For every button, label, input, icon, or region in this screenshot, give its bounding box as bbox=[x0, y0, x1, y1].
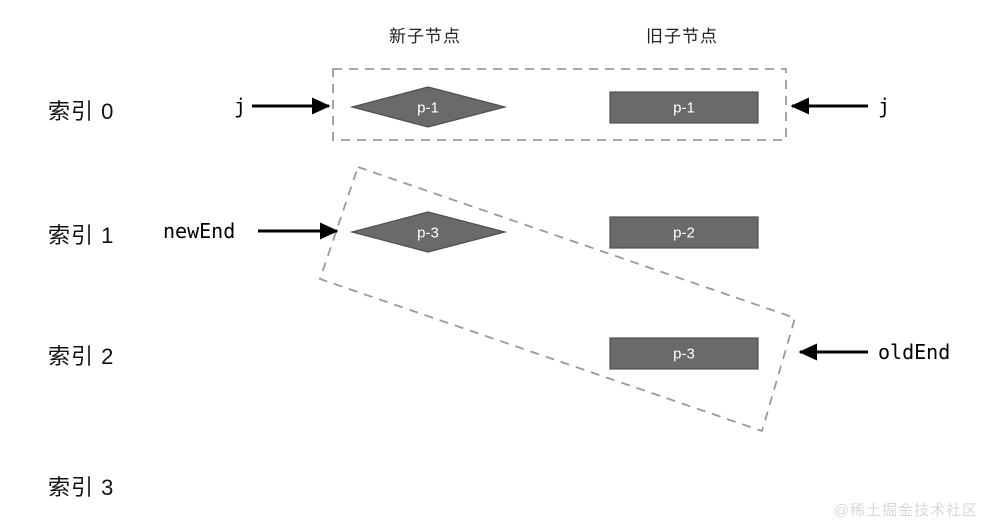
old-node-shape-p-1[interactable] bbox=[609, 91, 759, 124]
new-node-shape-p-1[interactable] bbox=[349, 86, 508, 128]
group-dashed-skewed-quad bbox=[318, 165, 797, 433]
row-label-index-1: 索引 1 bbox=[48, 223, 115, 248]
row-label-index-3: 索引 3 bbox=[48, 475, 115, 500]
column-header-new-children: 新子节点 bbox=[389, 27, 461, 46]
new-node-shape-p-3[interactable] bbox=[349, 211, 508, 253]
pointer-label-oldend: oldEnd bbox=[878, 340, 951, 364]
old-node-shape-p-3[interactable] bbox=[609, 337, 759, 370]
old-node-shape-p-2[interactable] bbox=[609, 216, 759, 249]
group-dashed-rect-row0 bbox=[332, 68, 787, 141]
column-header-old-children: 旧子节点 bbox=[646, 27, 718, 46]
watermark: @稀土掘金技术社区 bbox=[833, 502, 978, 519]
pointer-label-j-right: j bbox=[878, 94, 891, 118]
row-label-index-2: 索引 2 bbox=[48, 344, 115, 369]
row-label-index-0: 索引 0 bbox=[48, 99, 115, 124]
pointer-label-j-left: j bbox=[234, 94, 247, 118]
pointer-label-newend: newEnd bbox=[163, 219, 236, 243]
